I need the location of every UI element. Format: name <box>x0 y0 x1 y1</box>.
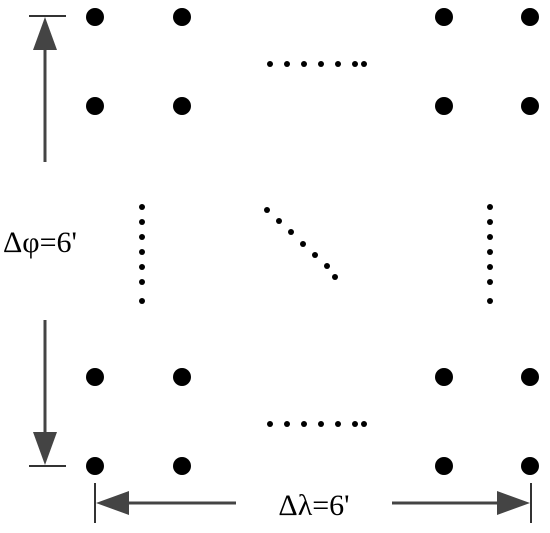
longitude-dimension: Δλ=6' <box>94 483 532 523</box>
grid-nodes-top-left <box>86 8 191 115</box>
grid-nodes-top-right <box>435 8 539 115</box>
ellipsis-top-horizontal <box>267 61 367 67</box>
grid-node <box>173 368 191 386</box>
grid-node <box>435 8 453 26</box>
grid-nodes-bottom-right <box>435 368 539 475</box>
grid-node <box>86 8 104 26</box>
grid-node <box>86 457 104 475</box>
grid-node <box>435 457 453 475</box>
grid-node <box>173 8 191 26</box>
latitude-dimension: Δφ=6' <box>3 15 77 467</box>
ellipsis-bottom-horizontal <box>267 421 367 427</box>
longitude-spacing-label: Δλ=6' <box>278 489 349 522</box>
grid-node <box>435 97 453 115</box>
grid-node <box>173 457 191 475</box>
grid-node <box>86 97 104 115</box>
grid-nodes-bottom-left <box>86 368 191 475</box>
grid-node <box>521 8 539 26</box>
grid-node <box>521 97 539 115</box>
grid-node <box>435 368 453 386</box>
arrowhead-down-icon <box>33 432 57 465</box>
ellipsis-right-vertical <box>487 204 493 304</box>
grid-node <box>521 368 539 386</box>
arrowhead-right-icon <box>497 491 530 515</box>
ellipsis-left-vertical <box>139 204 145 304</box>
grid-node <box>173 97 191 115</box>
arrowhead-up-icon <box>33 17 57 50</box>
latitude-spacing-label: Δφ=6' <box>3 226 77 259</box>
ellipsis-diagonal <box>264 207 338 280</box>
grid-node <box>86 368 104 386</box>
grid-node <box>521 457 539 475</box>
arrowhead-left-icon <box>96 491 129 515</box>
